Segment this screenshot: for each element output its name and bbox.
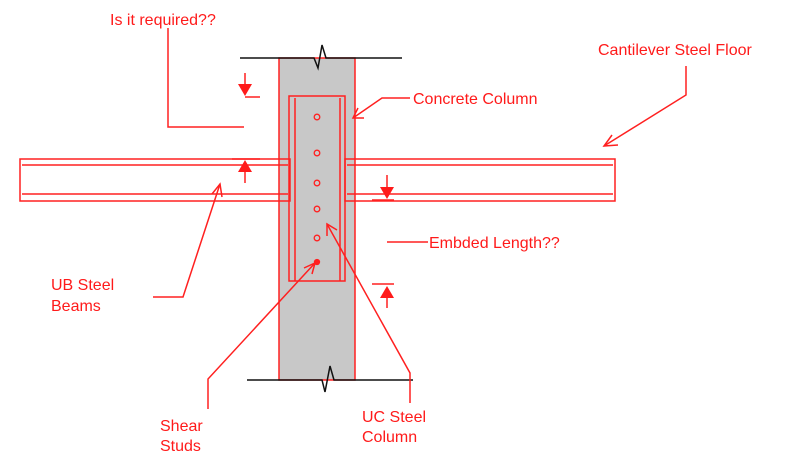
label-ub-beams-line1: UB Steel bbox=[51, 277, 114, 294]
label-cantilever-steel-floor: Cantilever Steel Floor bbox=[598, 42, 753, 59]
level-marker-top bbox=[238, 73, 260, 98]
leader-concrete-column bbox=[351, 97, 410, 119]
shear-stud bbox=[313, 234, 321, 242]
right-ub-beam bbox=[344, 158, 616, 202]
label-shear-studs-line2: Studs bbox=[160, 438, 201, 455]
level-marker-beam-top-left bbox=[232, 158, 260, 183]
leader-cantilever bbox=[602, 66, 687, 147]
shear-stud bbox=[313, 149, 321, 157]
level-marker-embed-bottom bbox=[372, 283, 394, 308]
concrete-column bbox=[278, 57, 356, 381]
leader-ub-beams bbox=[153, 182, 223, 298]
shear-stud bbox=[313, 179, 321, 187]
shear-stud bbox=[313, 113, 321, 121]
leader-is-required bbox=[167, 28, 244, 128]
top-break-line bbox=[240, 44, 402, 71]
label-uc-column-line1: UC Steel bbox=[362, 409, 426, 426]
leader-uc-column bbox=[326, 222, 411, 403]
shear-stud bbox=[313, 205, 321, 213]
label-is-required: Is it required?? bbox=[110, 12, 216, 29]
label-shear-studs-line1: Shear bbox=[160, 418, 203, 435]
label-uc-column-line2: Column bbox=[362, 429, 417, 446]
bottom-break-line bbox=[247, 365, 413, 393]
leader-shear-studs bbox=[207, 261, 317, 409]
label-ub-beams-line2: Beams bbox=[51, 298, 101, 315]
left-ub-beam bbox=[19, 158, 291, 202]
level-marker-beam-bottom-right bbox=[372, 175, 394, 201]
label-embedded-length: Embded Length?? bbox=[429, 235, 560, 252]
label-concrete-column: Concrete Column bbox=[413, 91, 538, 108]
shear-stud bbox=[313, 258, 321, 266]
shear-studs bbox=[313, 113, 321, 266]
